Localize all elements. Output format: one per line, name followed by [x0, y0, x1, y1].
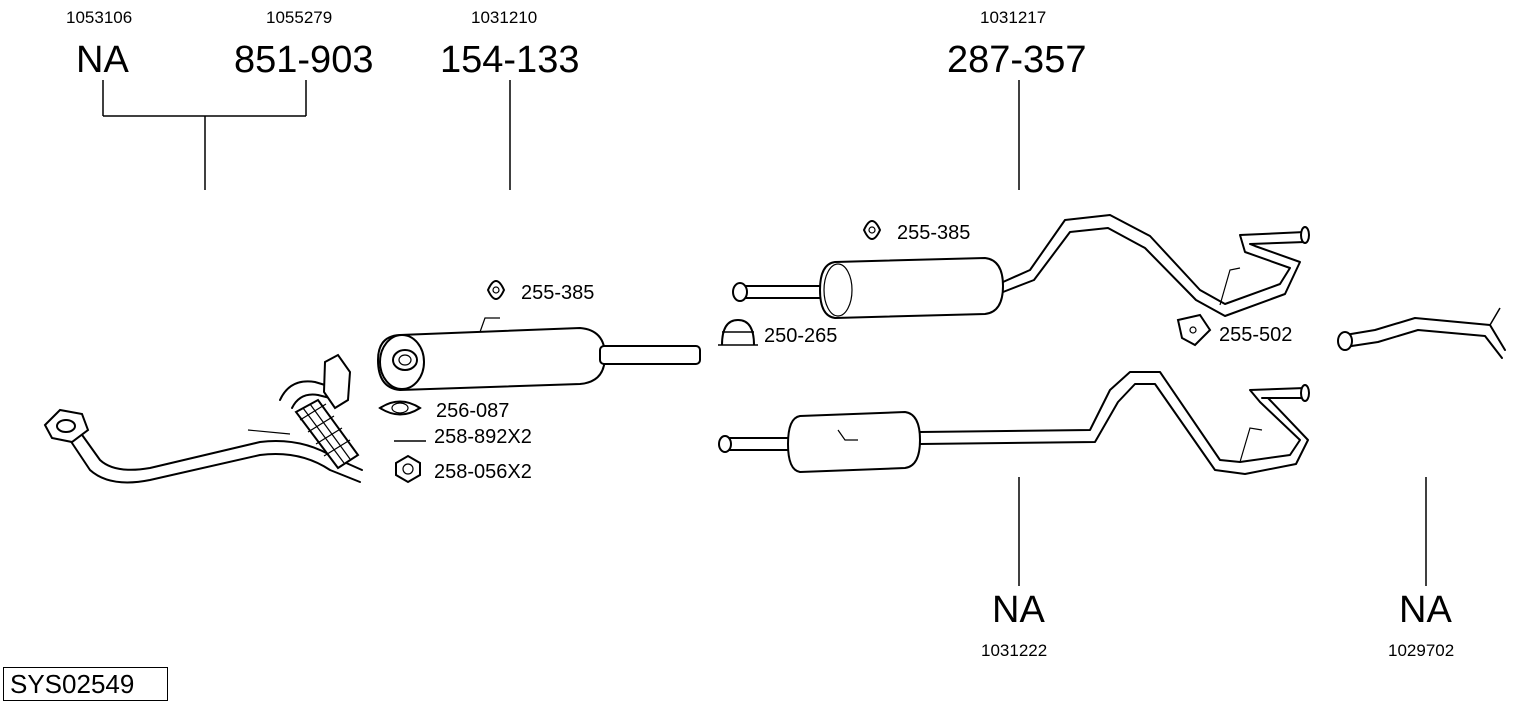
- clamp-label: 250-265: [764, 325, 838, 347]
- front-pipe-code: 1055279: [266, 8, 333, 27]
- gasket-drawing: [378, 400, 422, 416]
- rear-muffler-code: 1031217: [980, 8, 1047, 27]
- front-na-part: NA: [76, 39, 129, 81]
- nut-label: 258-056X2: [434, 461, 532, 483]
- center-muffler-code: 1031210: [471, 8, 538, 27]
- rear-alt-code: 1031222: [981, 641, 1048, 660]
- rear-alt-muffler-drawing: [718, 371, 1310, 475]
- hanger-b-label: 255-385: [897, 222, 971, 244]
- system-id-box: SYS02549: [3, 667, 168, 701]
- hanger-b-drawing: [862, 220, 882, 240]
- front-na-code: 1053106: [66, 8, 133, 27]
- hanger-a-drawing: [486, 280, 506, 300]
- center-muffler-part: 154-133: [440, 39, 580, 81]
- tail-pipe-drawing: [1337, 307, 1506, 359]
- flex-pipe: [294, 398, 360, 470]
- tail-pipe-part: NA: [1399, 589, 1452, 631]
- rear-alt-part: NA: [992, 589, 1045, 631]
- rear-muffler-part: 287-357: [947, 39, 1087, 81]
- rear-muffler-drawing: [732, 214, 1310, 320]
- hanger-a-label: 255-385: [521, 282, 595, 304]
- hanger-rear-drawing: [1176, 313, 1212, 347]
- front-pipe-part: 851-903: [234, 39, 374, 81]
- front-pipe-drawing: [43, 353, 363, 484]
- hanger-rear-label: 255-502: [1219, 324, 1293, 346]
- tail-pipe-code: 1029702: [1388, 641, 1455, 660]
- bolt-label: 258-892X2: [434, 426, 532, 448]
- front-leader-bracket: [102, 80, 307, 190]
- nut-drawing: [395, 454, 421, 484]
- gasket-label: 256-087: [436, 400, 510, 422]
- clamp-drawing: [718, 318, 758, 346]
- center-muffler-drawing: [376, 317, 701, 392]
